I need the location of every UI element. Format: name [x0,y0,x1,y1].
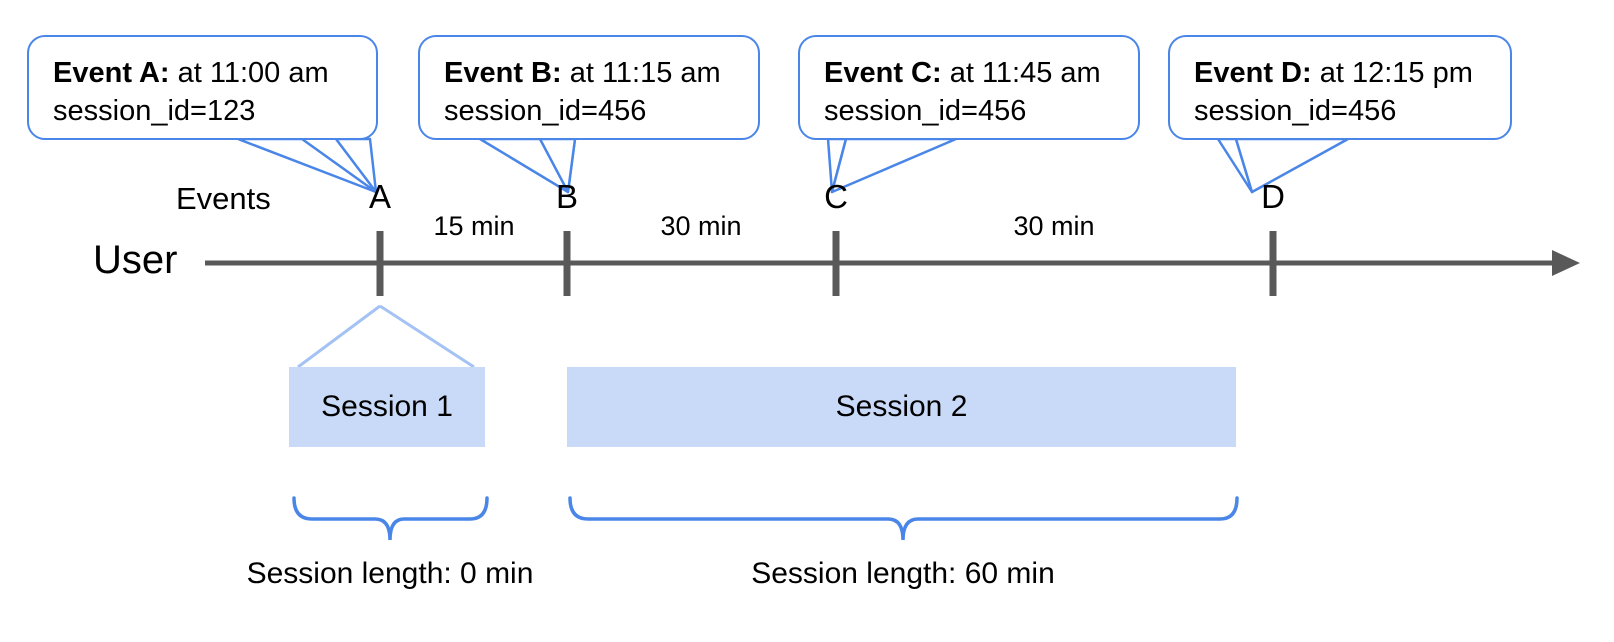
callout-event-b[interactable]: Event B: at 11:15 am session_id=456 [418,35,760,140]
user-lane-label: User [93,238,178,282]
callout-event-c-label: Event C: [824,57,942,89]
session-1-bar[interactable]: Session 1 [289,367,485,447]
point-label-a: A [368,178,391,215]
callout-event-d-label: Event D: [1194,57,1312,89]
session-1-brace [292,496,489,541]
point-label-b: B [555,178,578,215]
timeline-axis [205,250,1580,276]
callout-event-a-time: at 11:00 am [169,57,329,89]
callout-event-a-session-id: session_id=123 [53,94,256,127]
callout-event-c-session-id: session_id=456 [824,94,1027,127]
gap-label-b-c: 30 min [660,211,742,241]
session-2-length-label: Session length: 60 min [751,557,1055,590]
point-label-d: D [1261,178,1285,215]
callout-event-a-label: Event A: [53,57,170,89]
session-1-funnel [297,304,475,369]
events-lane-label: Events [176,181,271,216]
callout-event-d-session-id: session_id=456 [1194,94,1397,127]
session-2-bar-label: Session 2 [835,390,968,423]
point-label-c: C [824,178,848,215]
callout-event-b-session-id: session_id=456 [444,94,647,127]
callout-event-a[interactable]: Event A: at 11:00 am session_id=123 [27,35,378,140]
gap-label-c-d: 30 min [1013,211,1095,241]
session-2-brace [568,496,1239,541]
callout-event-b-time: at 11:15 am [561,57,721,89]
callout-event-c[interactable]: Event C: at 11:45 am session_id=456 [798,35,1140,140]
callout-event-d-time: at 12:15 pm [1311,57,1473,89]
gap-label-a-b: 15 min [433,211,515,241]
session-1-bar-label: Session 1 [321,390,453,423]
session-1-length-label: Session length: 0 min [246,557,534,590]
callout-event-c-time: at 11:45 am [941,57,1101,89]
callout-event-b-label: Event B: [444,57,562,89]
session-2-bar[interactable]: Session 2 [567,367,1236,447]
callout-event-d[interactable]: Event D: at 12:15 pm session_id=456 [1168,35,1512,140]
